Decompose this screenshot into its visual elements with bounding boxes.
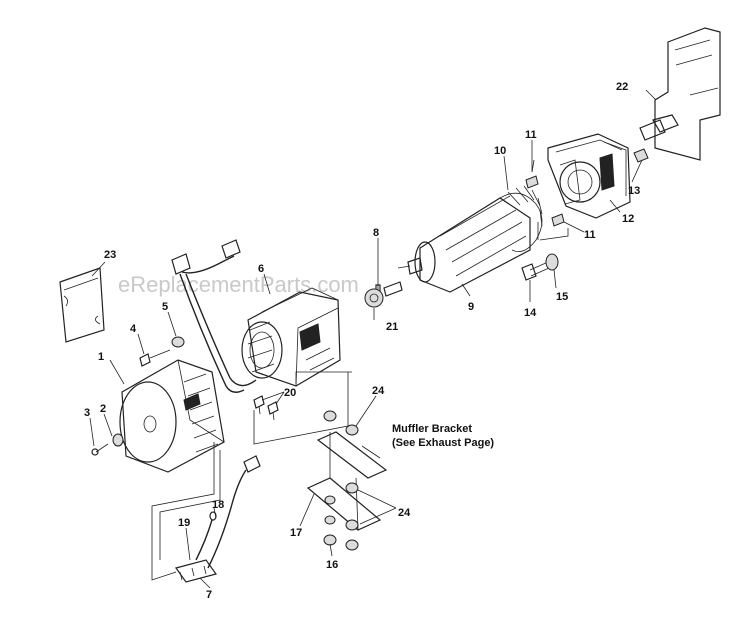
callout-14: 14 bbox=[524, 307, 537, 319]
callout-5: 5 bbox=[162, 301, 168, 313]
watermark: eReplacementParts.com bbox=[118, 272, 359, 297]
part-14-bolt bbox=[521, 261, 550, 281]
part-21-bearing bbox=[364, 281, 403, 308]
wire-harness bbox=[171, 239, 257, 393]
callout-22: 22 bbox=[616, 81, 628, 93]
callout-24-lower: 24 bbox=[398, 507, 411, 519]
note-line-1: Muffler Bracket bbox=[392, 423, 472, 435]
callout-10: 10 bbox=[494, 145, 506, 157]
callout-18: 18 bbox=[212, 499, 224, 511]
callout-7: 7 bbox=[206, 589, 212, 601]
callout-9: 9 bbox=[468, 301, 474, 313]
part-4-bolt bbox=[139, 349, 171, 367]
callout-19: 19 bbox=[178, 517, 190, 529]
callout-15: 15 bbox=[556, 291, 568, 303]
muffler-bracket-note: Muffler Bracket (See Exhaust Page) bbox=[392, 423, 494, 449]
callout-1: 1 bbox=[98, 351, 104, 363]
callout-16: 16 bbox=[326, 559, 338, 571]
part-12-crankcase bbox=[547, 133, 631, 219]
callout-4: 4 bbox=[130, 323, 137, 335]
part-15-washer bbox=[545, 253, 559, 271]
part-11-screw-upper bbox=[525, 159, 539, 189]
part-7-terminal-block bbox=[175, 559, 217, 583]
callout-23: 23 bbox=[104, 249, 116, 261]
part-23-panel bbox=[59, 267, 105, 343]
assembly-lines bbox=[151, 228, 569, 581]
callout-17: 17 bbox=[290, 527, 302, 539]
part-5-washer bbox=[171, 336, 185, 348]
part-13-bolt bbox=[633, 148, 649, 163]
part-6-stator bbox=[241, 287, 341, 387]
callout-3: 3 bbox=[84, 407, 90, 419]
callout-6: 6 bbox=[258, 263, 264, 275]
part-16-washers bbox=[323, 495, 359, 551]
part-9-rotor bbox=[397, 185, 543, 293]
callout-labels: 1 2 3 4 5 6 7 8 9 10 11 11 12 13 14 15 1… bbox=[84, 81, 640, 601]
callout-20: 20 bbox=[284, 387, 296, 399]
part-20-screws bbox=[253, 395, 279, 421]
callout-8: 8 bbox=[373, 227, 379, 239]
part-3-screw bbox=[91, 443, 109, 456]
callout-13: 13 bbox=[628, 185, 640, 197]
part-2-washer bbox=[112, 433, 124, 447]
part-22-pump-housing bbox=[639, 27, 721, 161]
callout-11-lower: 11 bbox=[584, 229, 596, 241]
callout-leaders bbox=[89, 89, 657, 589]
part-18-wire bbox=[207, 455, 261, 569]
part-17-bracket bbox=[306, 431, 388, 531]
callout-24-upper: 24 bbox=[372, 385, 385, 397]
callout-12: 12 bbox=[622, 213, 634, 225]
part-1-end-bell bbox=[119, 359, 225, 473]
callout-21: 21 bbox=[386, 321, 398, 333]
callout-2: 2 bbox=[100, 403, 106, 415]
part-24-nuts bbox=[323, 410, 359, 531]
part-19-wire bbox=[195, 511, 217, 561]
callout-11-upper: 11 bbox=[525, 129, 537, 141]
part-8-stud bbox=[375, 252, 381, 293]
note-line-2: (See Exhaust Page) bbox=[392, 437, 494, 449]
part-11-screw-lower bbox=[551, 213, 565, 227]
